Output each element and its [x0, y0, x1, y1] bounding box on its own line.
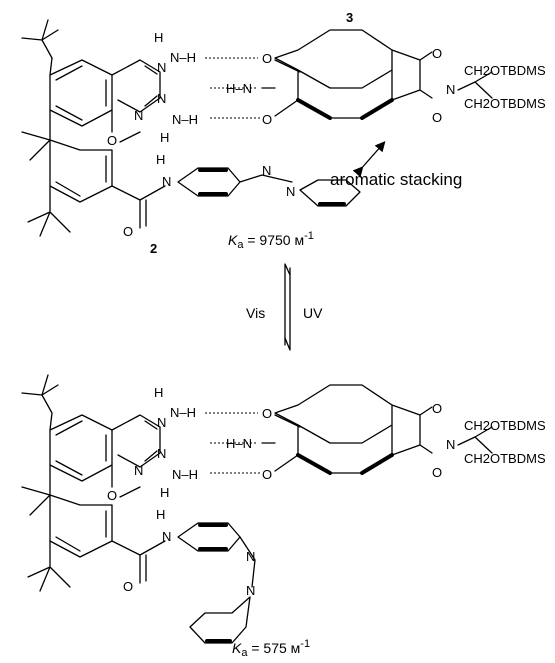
ndi-n-imide: N — [446, 82, 455, 97]
hydrogen-bonds — [205, 57, 260, 119]
ndi-o2: O — [262, 112, 272, 127]
triazine-ring — [111, 59, 161, 113]
amide-oxygen: O — [123, 224, 133, 239]
vis-label: Vis — [246, 305, 265, 321]
naphthalene-diimide: O O H–N O O N — [226, 29, 493, 127]
top-substituent-2: CH2OTBDMS — [464, 96, 546, 111]
amino-nh-bottom: N–H — [172, 112, 198, 127]
ndi-o1: O — [262, 51, 272, 66]
azo-n2: N — [286, 184, 295, 199]
b-azo-n2: N — [246, 583, 255, 598]
azobenzene-top: N N — [177, 163, 361, 207]
xanthene-ring-upper — [49, 59, 113, 127]
xanthene-oxygen: O — [107, 133, 117, 148]
triazine-n2: N — [157, 91, 166, 106]
ndi-hn: H–N — [226, 81, 252, 96]
aromatic-stacking-label: aromatic stacking — [330, 170, 462, 189]
uv-label: UV — [303, 305, 323, 321]
b-ndi-o1: O — [262, 406, 272, 421]
triazine-n1: N — [157, 60, 166, 75]
b-amide-nitrogen: N — [162, 529, 171, 544]
bottom-substituent-1: CH2OTBDMS — [464, 418, 546, 433]
ka-top: Ka = 9750 м-1 — [228, 230, 314, 251]
xanthene-ring-lower — [49, 139, 113, 203]
b-triazine-n3: N — [134, 463, 143, 478]
b-xanthene-oxygen: O — [107, 488, 117, 503]
tbutyl-top — [21, 19, 59, 76]
azo-n1: N — [262, 163, 271, 178]
b-azo-n1: N — [246, 549, 255, 564]
amino-h-bottom: H — [160, 130, 169, 145]
b-triazine-n1: N — [157, 415, 166, 430]
b-amino-nh-top: N–H — [170, 405, 196, 420]
bottom-substituent-2: CH2OTBDMS — [464, 451, 546, 466]
amide-hydrogen: H — [156, 152, 165, 167]
stacking-arrow — [352, 141, 386, 178]
b-amino-nh-bottom: N–H — [172, 467, 198, 482]
amino-h-top: H — [154, 30, 163, 45]
ka-bottom: Ka = 575 м-1 — [232, 638, 310, 659]
amino-nh-top: N–H — [170, 50, 196, 65]
b-ndi-o3: O — [432, 401, 442, 416]
amide-nitrogen: N — [162, 174, 171, 189]
ndi-o4: O — [432, 110, 442, 125]
b-ndi-o4: O — [432, 465, 442, 480]
gem-dimethyl — [21, 109, 51, 161]
b-amide-hydrogen: H — [156, 507, 165, 522]
amide-bonds — [111, 185, 166, 229]
b-ndi-hn: H–N — [226, 436, 252, 451]
top-structure: O O N H N N N H N–H N–H H O — [21, 10, 546, 256]
b-amino-h-bottom: H — [160, 485, 169, 500]
bottom-structure: O O N H N N N H N–H N–H H O O H–N O O N … — [21, 374, 546, 659]
ndi-o3: O — [432, 46, 442, 61]
b-ndi-o2: O — [262, 467, 272, 482]
b-amide-oxygen: O — [123, 579, 133, 594]
ether-bonds — [111, 109, 141, 143]
b-triazine-n2: N — [157, 446, 166, 461]
equilibrium-arrows: Vis UV — [246, 263, 323, 351]
azobenzene-bottom: N N — [177, 522, 256, 644]
b-amino-h-top: H — [154, 385, 163, 400]
compound-label-3: 3 — [346, 10, 353, 25]
b-ndi-n-imide: N — [446, 437, 455, 452]
top-substituent-1: CH2OTBDMS — [464, 63, 546, 78]
triazine-n3: N — [134, 108, 143, 123]
tbutyl-bottom — [27, 185, 71, 237]
compound-label-2: 2 — [150, 241, 157, 256]
